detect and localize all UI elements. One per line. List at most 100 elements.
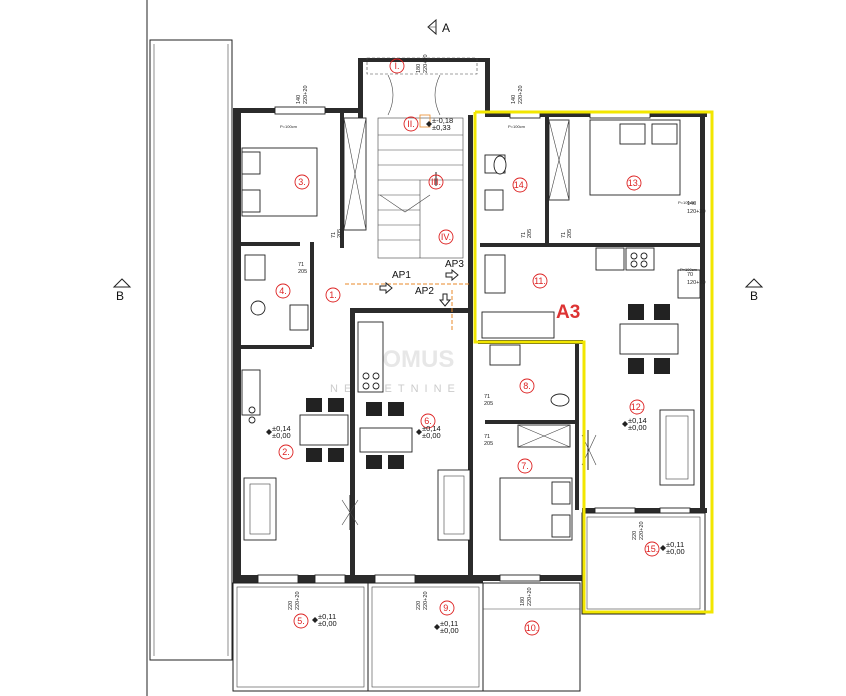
ap2-arrow-icon (438, 293, 452, 307)
svg-text:P=100cm: P=100cm (508, 124, 526, 129)
svg-text:140: 140 (296, 95, 302, 104)
svg-text:10.: 10. (526, 623, 539, 633)
ap3-label: AP3 (445, 259, 464, 270)
room-number-2: 2. (278, 444, 294, 460)
svg-text:P=100cm: P=100cm (678, 200, 696, 205)
svg-text:71: 71 (484, 434, 490, 440)
room-number-11: 11. (532, 273, 548, 289)
svg-text:±0,00: ±0,00 (666, 547, 685, 556)
svg-text:220+20: 220+20 (303, 85, 309, 104)
level-mark-room2: ±0,14±0,00 (266, 424, 291, 440)
svg-text:220+20: 220+20 (639, 521, 645, 540)
svg-text:11.: 11. (534, 276, 546, 286)
svg-text:205: 205 (298, 269, 307, 275)
svg-text:220+20: 220+20 (518, 85, 524, 104)
svg-text:205: 205 (337, 229, 343, 238)
svg-text:±0,00: ±0,00 (422, 431, 441, 440)
svg-text:±-0,18: ±-0,18 (432, 116, 453, 125)
svg-text:4.: 4. (279, 286, 287, 296)
svg-text:120+20: 120+20 (687, 280, 706, 286)
svg-text:P=100cm: P=100cm (680, 267, 698, 272)
room-number-19: IV. (438, 229, 454, 245)
svg-text:71: 71 (521, 232, 527, 238)
ap1-arrow-icon (379, 281, 393, 295)
section-mark-b-right: B (744, 278, 764, 303)
svg-text:1.: 1. (329, 290, 337, 300)
svg-text:70: 70 (687, 272, 693, 278)
svg-text:220: 220 (416, 601, 422, 610)
svg-text:II.: II. (407, 119, 415, 129)
apartment-a3-highlight (473, 110, 714, 614)
ap2-label: AP2 (415, 286, 434, 297)
svg-text:220+20: 220+20 (423, 591, 429, 610)
svg-text:±0,14: ±0,14 (628, 416, 647, 425)
svg-text:13.: 13. (628, 178, 641, 188)
svg-text:180: 180 (520, 597, 526, 606)
staircase (377, 74, 464, 259)
furniture (241, 117, 701, 541)
room-number-14: 14. (512, 177, 528, 193)
apartment-a3-label: A3 (556, 302, 580, 323)
svg-text:205: 205 (484, 441, 493, 447)
svg-text:205: 205 (527, 229, 533, 238)
room-number-16: I. (389, 58, 405, 74)
room-number-4: 4. (275, 283, 291, 299)
dimension-labels: 140 220+20 180 220+20 140 220+20 140 120… (280, 54, 706, 610)
svg-text:205: 205 (484, 401, 493, 407)
level-mark-stair: ±-0,18±0,33 (426, 116, 453, 132)
svg-text:±0,11: ±0,11 (666, 540, 684, 549)
svg-text:120+20: 120+20 (687, 209, 706, 215)
room-number-6: 6. (420, 413, 436, 429)
svg-text:A: A (442, 21, 450, 35)
svg-text:5.: 5. (297, 616, 305, 626)
level-mark-room15: ±0,11±0,00 (660, 540, 685, 556)
svg-text:14.: 14. (514, 180, 527, 190)
svg-text:±0,00: ±0,00 (628, 423, 647, 432)
svg-text:±0,00: ±0,00 (272, 431, 291, 440)
svg-text:±0,14: ±0,14 (272, 424, 291, 433)
room-number-9: 9. (439, 600, 455, 616)
svg-text:71: 71 (561, 232, 567, 238)
svg-text:±0,11: ±0,11 (440, 619, 458, 628)
svg-text:220+20: 220+20 (527, 587, 533, 606)
watermark-sub: NEKRETNINE (330, 383, 461, 395)
svg-text:220+20: 220+20 (295, 591, 301, 610)
svg-text:205: 205 (567, 229, 573, 238)
svg-text:8.: 8. (523, 381, 531, 391)
svg-text:220: 220 (632, 531, 638, 540)
svg-text:7.: 7. (521, 461, 529, 471)
svg-text:71: 71 (331, 232, 337, 238)
svg-text:III.: III. (431, 177, 441, 187)
ap3-arrow-icon (445, 268, 459, 282)
room-number-15: 15. (644, 541, 660, 557)
svg-text:±0,00: ±0,00 (440, 626, 459, 635)
svg-text:P=100cm: P=100cm (280, 124, 298, 129)
balconies (232, 507, 706, 692)
room-number-12: 12. (629, 399, 645, 415)
svg-text:3.: 3. (298, 177, 306, 187)
svg-text:±0,14: ±0,14 (422, 424, 441, 433)
svg-text:140: 140 (687, 201, 696, 207)
svg-text:180: 180 (416, 64, 422, 73)
left-building-outline (146, 0, 233, 696)
svg-text:15.: 15. (646, 544, 659, 554)
svg-text:71: 71 (484, 394, 490, 400)
room-number-8: 8. (519, 378, 535, 394)
section-mark-a: A (427, 18, 450, 36)
svg-text:B: B (116, 289, 124, 303)
room-number-5: 5. (293, 613, 309, 629)
svg-text:140: 140 (511, 95, 517, 104)
room-number-7: 7. (517, 458, 533, 474)
svg-text:±0,33: ±0,33 (432, 123, 451, 132)
section-mark-b-left: B (112, 278, 132, 303)
svg-text:±0,11: ±0,11 (318, 612, 336, 621)
svg-text:9.: 9. (443, 603, 451, 613)
room-number-10: 10. (524, 620, 540, 636)
svg-text:2.: 2. (282, 447, 290, 457)
svg-text:12.: 12. (631, 402, 644, 412)
svg-text:I.: I. (394, 61, 399, 71)
svg-text:220: 220 (288, 601, 294, 610)
svg-text:±0,00: ±0,00 (318, 619, 337, 628)
svg-text:B: B (750, 289, 758, 303)
